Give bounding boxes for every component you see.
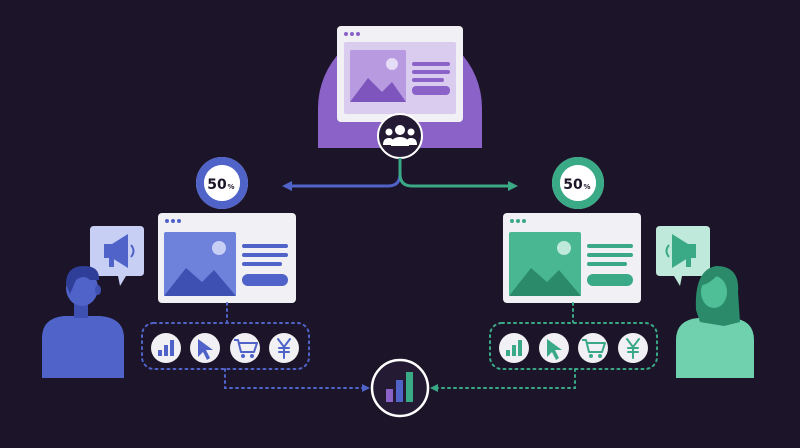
split-percent-b: 50 xyxy=(563,177,583,193)
bar-chart-icon xyxy=(370,358,430,418)
split-unit-a: % xyxy=(227,183,234,191)
window-dot xyxy=(350,32,354,36)
window-dot xyxy=(516,219,520,223)
metrics-group-b xyxy=(489,322,658,370)
megaphone-icon xyxy=(90,226,144,286)
text-line xyxy=(242,262,282,266)
split-unit-b: % xyxy=(583,183,590,191)
cursor-icon xyxy=(190,333,220,363)
result-connector-b xyxy=(430,368,576,392)
megaphone-icon xyxy=(656,226,710,286)
window-dot xyxy=(510,219,514,223)
users-group-icon xyxy=(377,113,423,159)
split-percent-a: 50 xyxy=(207,177,227,193)
window-dot xyxy=(165,219,169,223)
text-line xyxy=(412,78,444,82)
result-bar xyxy=(386,389,393,402)
text-line xyxy=(587,262,627,266)
original-page xyxy=(318,26,482,159)
split-ring-a: 50 % xyxy=(196,157,248,209)
shopping-cart-icon xyxy=(578,333,608,363)
yen-icon xyxy=(269,333,299,363)
bar-chart-icon xyxy=(499,333,529,363)
person-a-avatar xyxy=(42,266,124,378)
window-dot xyxy=(344,32,348,36)
window-dot xyxy=(177,219,181,223)
text-line xyxy=(412,62,450,66)
text-line xyxy=(587,244,633,248)
result-bar xyxy=(406,372,413,402)
cursor-icon xyxy=(539,333,569,363)
image-placeholder-icon xyxy=(350,50,406,102)
text-line xyxy=(412,70,450,74)
window-dot xyxy=(171,219,175,223)
cta-button xyxy=(412,86,450,95)
cta-button xyxy=(587,274,633,286)
shopping-cart-icon xyxy=(230,333,260,363)
result-bar xyxy=(396,380,403,402)
split-ring-b: 50 % xyxy=(552,157,604,209)
split-line-a xyxy=(282,158,402,191)
image-placeholder-icon xyxy=(509,232,581,296)
text-line xyxy=(587,253,633,257)
window-dot xyxy=(356,32,360,36)
variant-b: 50 % xyxy=(430,157,754,392)
cta-button xyxy=(242,274,288,286)
split-connector xyxy=(282,158,518,191)
yen-icon xyxy=(618,333,648,363)
text-line xyxy=(242,253,288,257)
text-line xyxy=(242,244,288,248)
image-placeholder-icon xyxy=(164,232,236,296)
variant-a: 50 % xyxy=(42,157,370,392)
metrics-group-a xyxy=(141,322,310,370)
person-b-avatar xyxy=(676,266,754,378)
result-connector-a xyxy=(224,368,370,392)
window-dot xyxy=(522,219,526,223)
split-line-b xyxy=(398,158,518,191)
bar-chart-icon xyxy=(151,333,181,363)
